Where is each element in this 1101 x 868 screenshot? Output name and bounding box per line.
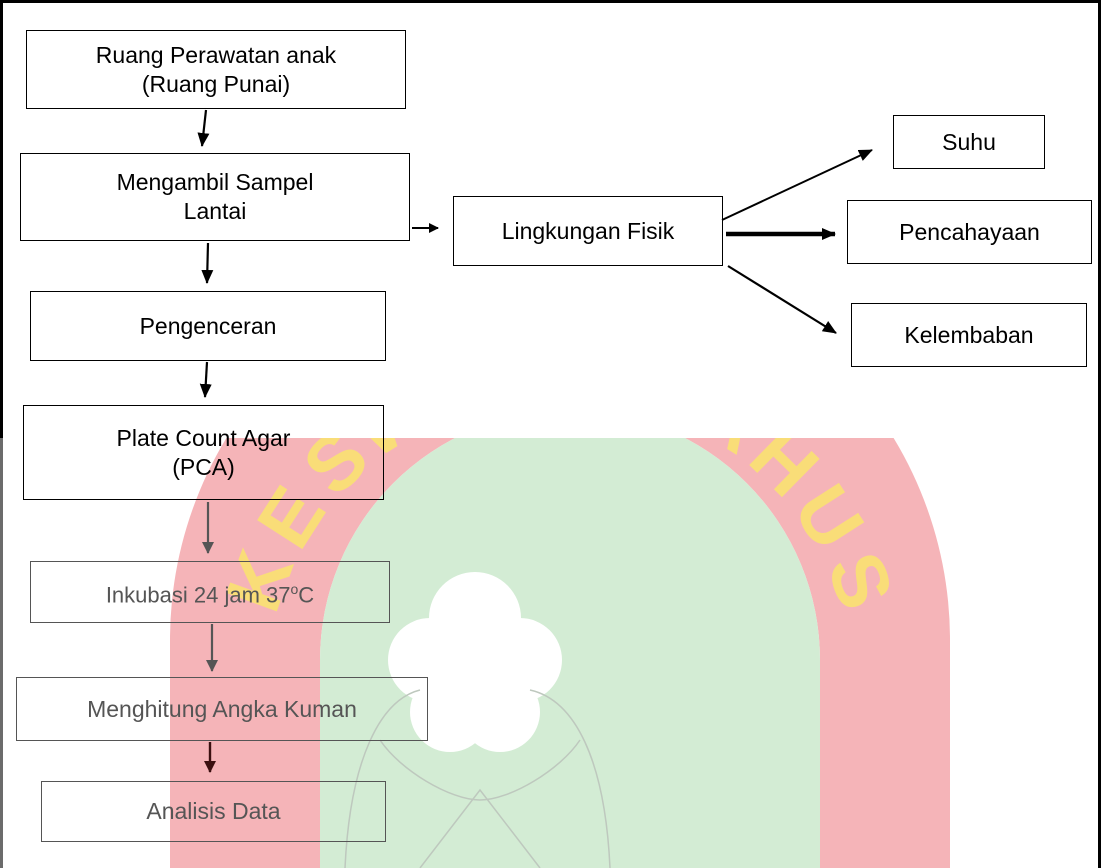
- box-pengenceran-label: Pengenceran: [139, 312, 277, 339]
- box-pencahayaan: Pencahayaan: [847, 200, 1092, 264]
- box-analisis-data: Analisis Data: [41, 781, 386, 842]
- watermark-seal: KESWIYATAHUS: [170, 438, 950, 868]
- box-kelembaban: Kelembaban: [851, 303, 1087, 367]
- box-plate-count-agar-label: Plate Count Agar (PCA): [116, 424, 291, 480]
- box-plate-count-agar: Plate Count Agar (PCA): [23, 405, 384, 500]
- arrow-pengenceran-to-pca: [199, 361, 212, 398]
- box-inkubasi-label: Inkubasi 24 jam 37oC: [106, 575, 314, 609]
- box-kelembaban-label: Kelembaban: [904, 321, 1034, 348]
- watermark-fade: [0, 438, 1079, 868]
- box-inkubasi-unit: C: [298, 582, 315, 608]
- box-pencahayaan-label: Pencahayaan: [899, 218, 1040, 245]
- seal-arch: [170, 438, 950, 868]
- arrow-lingkungan-to-kelembaban: [727, 265, 837, 334]
- box-inkubasi-text: Inkubasi 24 jam 37: [105, 582, 291, 608]
- box-inkubasi-degree: o: [290, 580, 299, 597]
- seal-emblem: [388, 572, 562, 752]
- box-suhu-label: Suhu: [942, 128, 996, 155]
- box-menghitung-angka-kuman: Menghitung Angka Kuman: [16, 677, 428, 741]
- seal-inner: [320, 438, 820, 868]
- box-suhu: Suhu: [893, 115, 1045, 169]
- box-menghitung-angka-kuman-label: Menghitung Angka Kuman: [87, 695, 357, 722]
- box-inkubasi: Inkubasi 24 jam 37oC: [30, 561, 390, 623]
- box-pengenceran: Pengenceran: [30, 291, 386, 361]
- box-ruang-perawatan-label: Ruang Perawatan anak (Ruang Punai): [95, 41, 337, 97]
- seal-lines: [344, 689, 611, 868]
- box-analisis-data-label: Analisis Data: [146, 798, 281, 824]
- arrow-ruang-to-sampel: [197, 109, 210, 147]
- box-ruang-perawatan: Ruang Perawatan anak (Ruang Punai): [26, 30, 406, 109]
- box-mengambil-sampel: Mengambil Sampel Lantai: [20, 153, 410, 241]
- box-mengambil-sampel-label: Mengambil Sampel Lantai: [116, 169, 314, 224]
- arrow-lingkungan-to-suhu: [721, 149, 873, 221]
- arrow-sampel-to-pengenceran: [201, 242, 214, 284]
- box-lingkungan-fisik: Lingkungan Fisik: [453, 196, 723, 266]
- box-lingkungan-fisik-label: Lingkungan Fisik: [501, 217, 675, 244]
